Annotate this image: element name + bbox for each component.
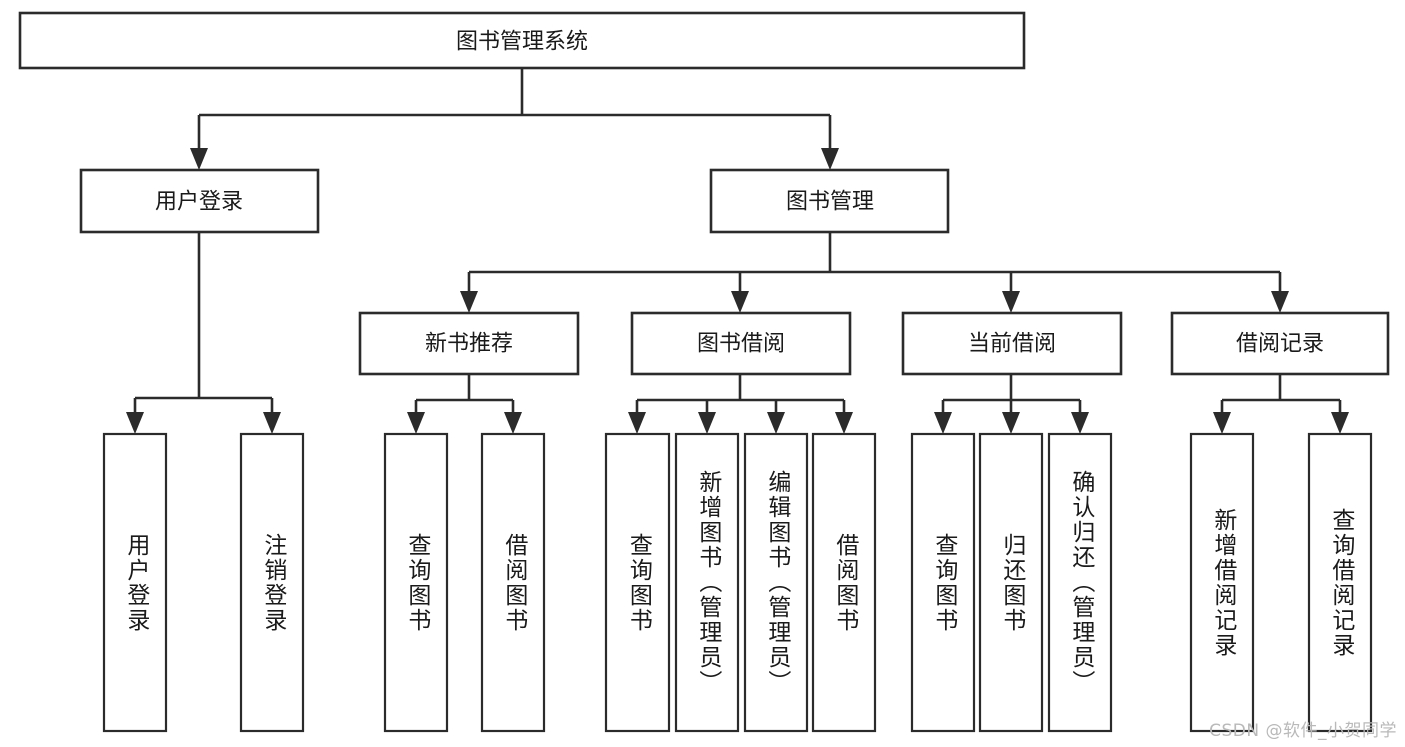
arrow-to-book-manage <box>821 148 839 170</box>
leaf-box-user-login[interactable] <box>102 432 168 733</box>
connector-recommend-to-leaves <box>407 374 522 434</box>
arrow-to-leaf-query-book-2 <box>628 412 646 434</box>
connector-borrowrecord-to-leaves <box>1213 374 1349 434</box>
node-borrow-record-label: 借阅记录 <box>1236 332 1324 357</box>
connector-userlogin-to-leaves <box>126 232 281 434</box>
arrow-to-leaf-add-book <box>698 412 716 434</box>
leaf-box-query-book-current[interactable] <box>910 432 976 733</box>
connector-currentborrow-to-leaves <box>934 374 1089 434</box>
node-book-borrow-label: 图书借阅 <box>697 332 785 357</box>
node-user-login[interactable]: 用户登录 <box>79 168 320 234</box>
arrow-to-leaf-borrow-book-1 <box>504 412 522 434</box>
arrow-to-leaf-return-book <box>1002 412 1020 434</box>
leaf-box-add-book-admin[interactable] <box>674 432 740 733</box>
arrow-to-leaf-confirm-return <box>1071 412 1089 434</box>
arrow-to-leaf-logout <box>263 412 281 434</box>
leaf-box-logout-login[interactable] <box>239 432 305 733</box>
leaf-box-borrow-book-recommend[interactable] <box>480 432 546 733</box>
arrow-to-leaf-edit-book <box>767 412 785 434</box>
arrow-to-leaf-user-login <box>126 412 144 434</box>
arrow-to-leaf-query-book-3 <box>934 412 952 434</box>
csdn-watermark: CSDN @软件_小贺同学 <box>1209 721 1397 741</box>
node-book-manage-label: 图书管理 <box>786 190 874 215</box>
connector-bookmanage-to-level3 <box>460 232 1289 313</box>
arrow-to-borrow-record <box>1271 291 1289 313</box>
node-current-borrow-label: 当前借阅 <box>968 332 1056 357</box>
arrow-to-book-borrow <box>731 291 749 313</box>
arrow-to-new-book-recommend <box>460 291 478 313</box>
arrow-to-current-borrow <box>1002 291 1020 313</box>
leaf-box-return-book[interactable] <box>978 432 1044 733</box>
leaf-box-query-book-borrow[interactable] <box>604 432 671 733</box>
leaf-box-query-book-recommend[interactable] <box>383 432 449 733</box>
arrow-to-leaf-query-record <box>1331 412 1349 434</box>
node-new-book-recommend-label: 新书推荐 <box>425 332 513 357</box>
leaf-box-query-borrow-record[interactable] <box>1307 432 1373 733</box>
node-root-system[interactable]: 图书管理系统 <box>18 11 1026 70</box>
node-current-borrow[interactable]: 当前借阅 <box>901 311 1123 376</box>
arrow-to-user-login <box>190 148 208 170</box>
node-book-manage[interactable]: 图书管理 <box>709 168 950 234</box>
arrow-to-leaf-query-book-1 <box>407 412 425 434</box>
connector-bookborrow-to-leaves <box>628 374 853 434</box>
arrow-to-leaf-borrow-book-2 <box>835 412 853 434</box>
node-new-book-recommend[interactable]: 新书推荐 <box>358 311 580 376</box>
leaf-box-add-borrow-record[interactable] <box>1189 432 1255 733</box>
node-book-borrow[interactable]: 图书借阅 <box>630 311 852 376</box>
leaf-box-borrow-book-borrow[interactable] <box>811 432 877 733</box>
leaf-box-edit-book-admin[interactable] <box>743 432 809 733</box>
arrow-to-leaf-add-record <box>1213 412 1231 434</box>
node-borrow-record[interactable]: 借阅记录 <box>1170 311 1390 376</box>
node-user-login-label: 用户登录 <box>155 190 243 215</box>
node-root-system-label: 图书管理系统 <box>456 30 588 55</box>
connector-root-to-level2 <box>190 68 839 170</box>
leaf-box-confirm-return-admin[interactable] <box>1047 432 1113 733</box>
